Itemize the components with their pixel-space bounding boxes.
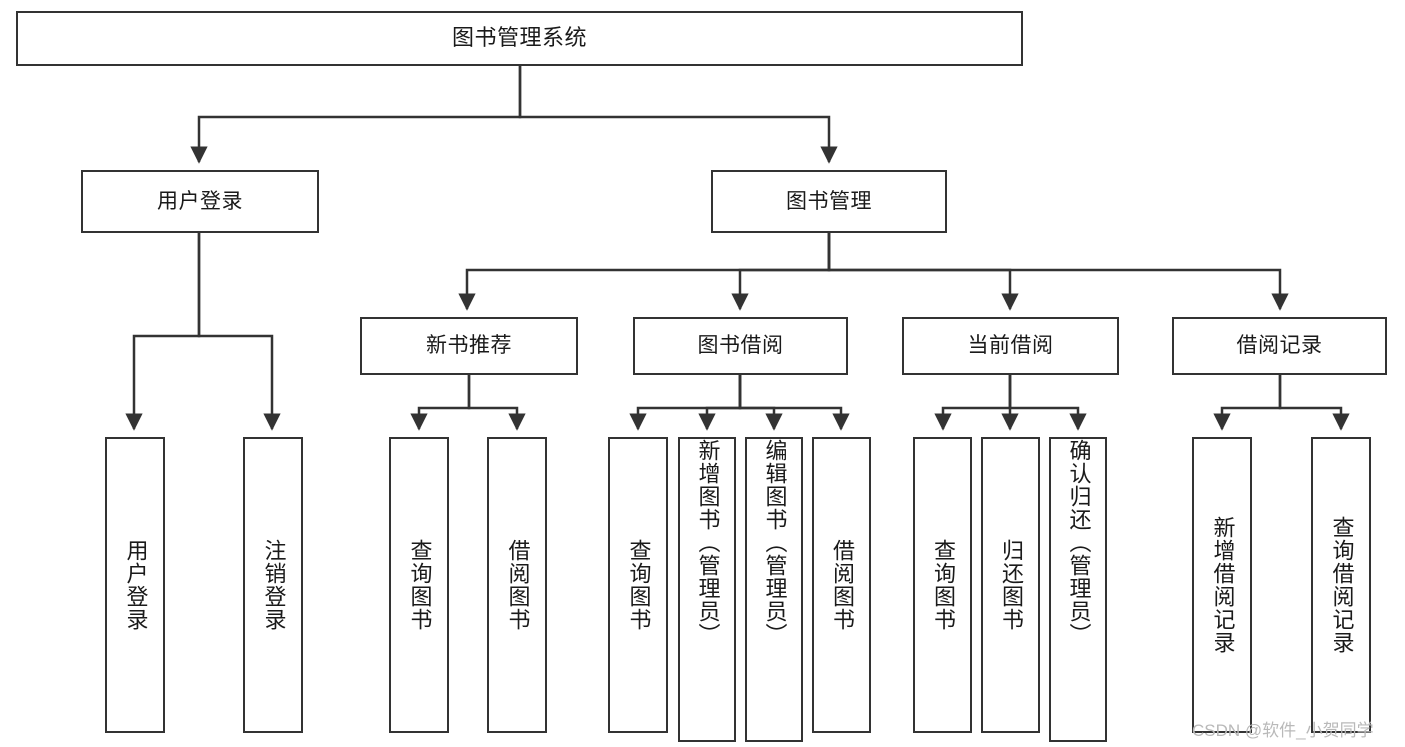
node-book-borrow-label: 图书借阅 xyxy=(697,334,784,358)
node-root[interactable]: 图书管理系统 xyxy=(16,11,1023,66)
node-leaf-query-book-borrow-label: 查询图书 xyxy=(626,539,652,631)
node-leaf-edit-book[interactable]: 编辑图书（管理员） xyxy=(745,437,803,742)
node-book-borrow[interactable]: 图书借阅 xyxy=(633,317,848,375)
edge-book-manage-to-borrow-record xyxy=(827,233,1289,311)
edge-borrow-record-to-leaf-query-record xyxy=(1278,375,1350,431)
node-leaf-user-login-label: 用户登录 xyxy=(123,539,149,631)
edge-book-manage-to-book-borrow xyxy=(731,233,831,311)
node-user-login-label: 用户登录 xyxy=(157,189,243,213)
edge-user-login-to-leaf-user-login xyxy=(125,233,201,431)
node-new-book-rec-label: 新书推荐 xyxy=(426,334,512,358)
edge-new-book-rec-to-leaf-borrow-book xyxy=(467,375,526,431)
edge-borrow-record-to-leaf-add-record xyxy=(1213,375,1282,431)
edge-book-manage-to-current-borrow xyxy=(827,233,1019,311)
edge-book-manage-to-new-book-rec xyxy=(458,233,831,311)
edge-root-to-book-manage xyxy=(518,66,838,164)
node-book-manage-label: 图书管理 xyxy=(786,189,872,213)
csdn-watermark: CSDN @软件_小贺同学 xyxy=(1192,721,1374,740)
node-leaf-add-record-label: 新增借阅记录 xyxy=(1210,516,1236,654)
node-leaf-confirm-return-label: 确认归还（管理员） xyxy=(1066,439,1092,646)
node-new-book-rec[interactable]: 新书推荐 xyxy=(360,317,578,375)
node-current-borrow[interactable]: 当前借阅 xyxy=(902,317,1119,375)
edge-root-to-user-login xyxy=(190,66,522,164)
node-leaf-confirm-return[interactable]: 确认归还（管理员） xyxy=(1049,437,1107,742)
edge-user-login-to-leaf-logout xyxy=(197,233,281,431)
node-leaf-query-book-current[interactable]: 查询图书 xyxy=(913,437,972,733)
edge-book-borrow-to-leaf-query-book xyxy=(629,375,742,431)
node-current-borrow-label: 当前借阅 xyxy=(967,334,1054,358)
node-leaf-query-book-borrow[interactable]: 查询图书 xyxy=(608,437,668,733)
node-leaf-user-login[interactable]: 用户登录 xyxy=(105,437,165,733)
node-leaf-borrow-book[interactable]: 借阅图书 xyxy=(812,437,871,733)
node-leaf-return-book[interactable]: 归还图书 xyxy=(981,437,1040,733)
node-leaf-edit-book-label: 编辑图书（管理员） xyxy=(762,439,788,646)
node-leaf-add-record[interactable]: 新增借阅记录 xyxy=(1192,437,1252,733)
node-user-login[interactable]: 用户登录 xyxy=(81,170,319,233)
edge-book-borrow-to-leaf-edit-book xyxy=(738,375,783,431)
node-borrow-record[interactable]: 借阅记录 xyxy=(1172,317,1387,375)
node-borrow-record-label: 借阅记录 xyxy=(1236,334,1323,358)
edge-current-borrow-to-leaf-confirm-return xyxy=(1008,375,1087,431)
edge-book-borrow-to-leaf-add-book xyxy=(698,375,742,431)
node-root-label: 图书管理系统 xyxy=(451,25,587,51)
edge-book-borrow-to-leaf-borrow-book xyxy=(738,375,850,431)
node-leaf-add-book-label: 新增图书（管理员） xyxy=(695,439,721,646)
node-leaf-return-book-label: 归还图书 xyxy=(998,539,1024,631)
edge-current-borrow-to-leaf-query-book xyxy=(934,375,1012,431)
node-leaf-query-book-rec-label: 查询图书 xyxy=(407,539,433,631)
node-leaf-add-book[interactable]: 新增图书（管理员） xyxy=(678,437,736,742)
node-leaf-borrow-book-rec[interactable]: 借阅图书 xyxy=(487,437,547,733)
node-leaf-query-book-rec[interactable]: 查询图书 xyxy=(389,437,449,733)
node-leaf-borrow-book-rec-label: 借阅图书 xyxy=(505,539,531,631)
node-leaf-query-record-label: 查询借阅记录 xyxy=(1329,516,1355,654)
node-leaf-logout[interactable]: 注销登录 xyxy=(243,437,303,733)
node-book-manage[interactable]: 图书管理 xyxy=(711,170,947,233)
node-leaf-logout-label: 注销登录 xyxy=(261,539,287,631)
node-leaf-query-record[interactable]: 查询借阅记录 xyxy=(1311,437,1371,733)
node-leaf-query-book-current-label: 查询图书 xyxy=(930,539,956,631)
edge-new-book-rec-to-leaf-query-book xyxy=(410,375,471,431)
node-leaf-borrow-book-label: 借阅图书 xyxy=(829,539,855,631)
